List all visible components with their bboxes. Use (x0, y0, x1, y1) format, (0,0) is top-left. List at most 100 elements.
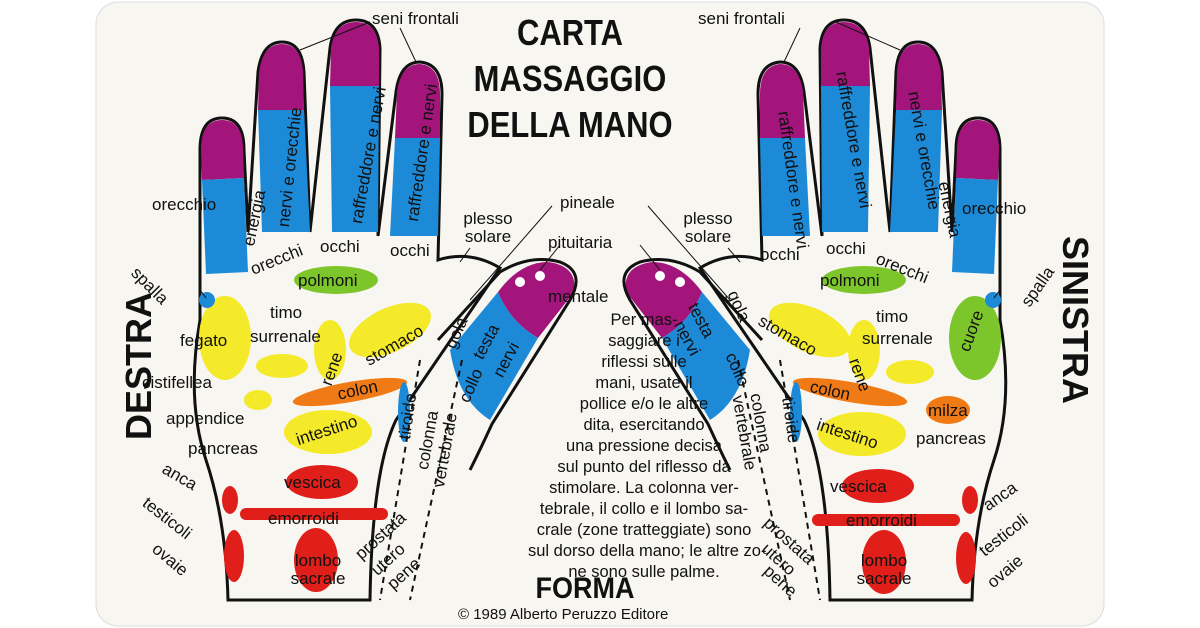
label-right-polmoni: polmoni (820, 271, 880, 290)
instructions-line: pollice e/o le altre (579, 395, 709, 413)
right-lombo (862, 530, 906, 594)
right-thumb-dot-2 (655, 271, 665, 281)
label-left-appendice: appendice (166, 409, 245, 428)
right-spine-dash2 (737, 359, 791, 601)
right-ring-blue (890, 110, 942, 232)
instructions-line: saggiare i (608, 332, 680, 350)
brand-logo-text: FORMA (535, 572, 635, 605)
right-thumb-outline (622, 258, 764, 471)
instructions-line: ne sono sulle palme. (568, 563, 720, 581)
left-vescica (286, 465, 358, 499)
right-milza (926, 396, 970, 424)
label-right-occhi: occhi (826, 239, 866, 258)
left-rene (314, 320, 346, 380)
instructions-line: Per mas- (610, 311, 678, 329)
right-stomaco (769, 302, 851, 358)
label-mentale: mentale (548, 287, 609, 306)
label-right-seni-frontali: seni frontali (698, 9, 785, 28)
left-ring-blue (258, 110, 310, 232)
right-ovaie (956, 532, 976, 584)
instructions-line: sul punto del riflesso da (557, 458, 731, 476)
label-right-vescica: vescica (830, 477, 887, 496)
label-left-timo: timo (270, 303, 303, 322)
title-line-1: CARTA (516, 12, 624, 53)
right-vescica (842, 469, 914, 503)
right-colon (792, 377, 908, 407)
right-middle-tip (821, 22, 870, 86)
left-colon (292, 377, 408, 407)
right-pinky-blue (952, 178, 998, 274)
label-right-milza: milza (928, 401, 968, 420)
left-tiroide (398, 382, 410, 442)
label-right-plesso-solare: plesso solare (676, 210, 740, 246)
label-left-surrenale: surrenale (250, 327, 321, 346)
label-left-seni-frontali: seni frontali (372, 9, 459, 28)
label-left-lombo: lombo (294, 551, 342, 570)
instructions-line: una pressione decisa (566, 437, 722, 455)
copyright-text: © 1989 Alberto Peruzzo Editore (458, 606, 669, 623)
right-polmoni (822, 266, 906, 294)
label-left-occhi-2: occhi (390, 241, 430, 260)
right-middle-blue (821, 86, 870, 232)
left-ovaie (224, 530, 244, 582)
label-pineale: pineale (560, 193, 615, 212)
label-right-lombo: lombo (860, 551, 908, 570)
left-thumb-outline (436, 258, 578, 471)
right-thumb-dot-1 (675, 277, 685, 287)
instructions-line: crale (zone tratteggiate) sono (536, 521, 752, 539)
side-label-sinistra: SINISTRA (1055, 236, 1096, 405)
left-stomaco (349, 302, 431, 358)
leader-lines (199, 21, 1001, 301)
left-emorroidi (240, 508, 388, 520)
left-fegato (199, 296, 251, 380)
left-middle-tip (330, 22, 379, 86)
right-intestino (818, 412, 906, 456)
right-emorroidi (812, 514, 960, 526)
label-right-timo: timo (876, 307, 909, 326)
left-middle-blue (330, 86, 379, 232)
left-thumb-dot-1 (515, 277, 525, 287)
left-lombo (294, 528, 338, 592)
right-cuore (949, 296, 1001, 380)
instructions-line: tebrale, il collo e il lombo sa- (539, 500, 749, 518)
left-thumb-blue (450, 292, 538, 420)
left-pinky-tip (201, 120, 244, 180)
label-left-polmoni: polmoni (298, 271, 358, 290)
right-index-tip (760, 64, 805, 138)
left-index-tip (395, 64, 440, 138)
right-rene (848, 320, 880, 380)
left-spine-dash2 (409, 359, 463, 601)
label-left-cistifellea: cistifellea (142, 373, 212, 392)
instructions-line: stimolare. La colonna ver- (549, 479, 739, 497)
right-hand (622, 18, 1008, 602)
left-spine-dash (379, 359, 421, 601)
left-appendice (244, 390, 272, 410)
chart-title: CARTA MASSAGGIO DELLA MANO (458, 10, 682, 148)
instructions-line: mani, usate il (595, 374, 693, 392)
label-right-pancreas: pancreas (916, 429, 986, 448)
label-left-plesso: plesso (463, 209, 513, 228)
label-left-emorroidi: emorroidi (268, 509, 339, 528)
left-thumb-dot-2 (535, 271, 545, 281)
right-pinky-tip (956, 120, 999, 180)
right-timo (886, 360, 934, 384)
title-line-3: DELLA MANO (467, 104, 673, 145)
instructions-line: sul dorso della mano; le altre zo- (528, 542, 767, 560)
label-right-lombo-sacrale: lombo sacrale (846, 552, 922, 588)
label-left-plesso-solare: plesso solare (456, 210, 520, 246)
right-thumb-blue (662, 292, 750, 420)
label-left-sacrale: sacrale (290, 569, 346, 588)
left-hand (192, 18, 578, 602)
right-spalla (985, 292, 1001, 308)
title-line-2: MASSAGGIO (473, 58, 667, 99)
right-spine-dash (779, 359, 821, 601)
left-index-blue (390, 138, 440, 236)
side-label-destra: DESTRA (118, 291, 159, 440)
left-pinky-blue (202, 178, 248, 274)
label-left-occhi: occhi (320, 237, 360, 256)
left-timo (256, 354, 308, 378)
left-ring-tip (258, 44, 304, 110)
left-intestino (284, 410, 372, 454)
label-left-pancreas: pancreas (188, 439, 258, 458)
